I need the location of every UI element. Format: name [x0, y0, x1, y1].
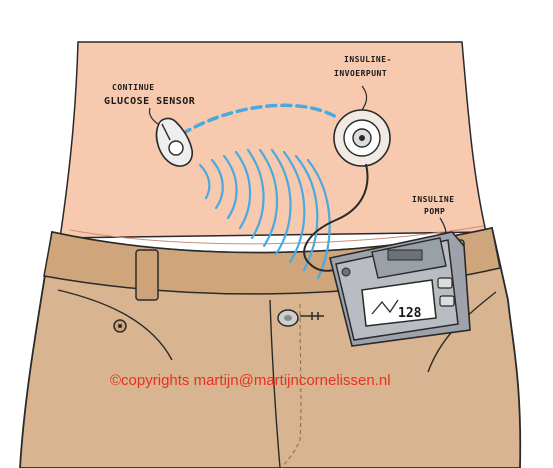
label-pump-line1: INSULINE	[412, 195, 455, 204]
label-sensor-line2: GLUCOSE SENSOR	[104, 96, 196, 107]
leader-pump	[439, 217, 447, 235]
belt-loop-left	[135, 249, 159, 301]
leader-sensor	[148, 107, 159, 125]
pants-fly	[269, 299, 281, 468]
signal-waves	[198, 148, 331, 280]
torso-skin	[59, 41, 487, 239]
label-infusion-line2: INVOERPUNT	[334, 69, 387, 78]
leader-infusion	[361, 85, 368, 111]
belly-line	[69, 225, 485, 245]
glucose-sensor-icon	[155, 117, 194, 167]
label-pump-line2: POMP	[424, 207, 445, 216]
infusion-site-icon	[333, 109, 391, 167]
pump-button-bottom	[439, 295, 455, 307]
pocket-left	[57, 289, 173, 361]
insulin-tubing	[303, 163, 369, 272]
pants-fly-stitch	[281, 303, 302, 468]
zipper-pull	[300, 312, 324, 320]
label-sensor-line1: CONTINUE	[112, 83, 155, 92]
pump-button-top	[437, 277, 453, 289]
pump-display-value: 128	[398, 306, 422, 321]
label-infusion-line1: INSULINE-	[344, 55, 392, 64]
wireless-link	[180, 103, 340, 136]
insulin-pump-icon	[329, 231, 471, 347]
copyright-notice: ©copyrights martijn@martijncornelissen.n…	[110, 372, 391, 389]
pump-display	[361, 279, 437, 327]
